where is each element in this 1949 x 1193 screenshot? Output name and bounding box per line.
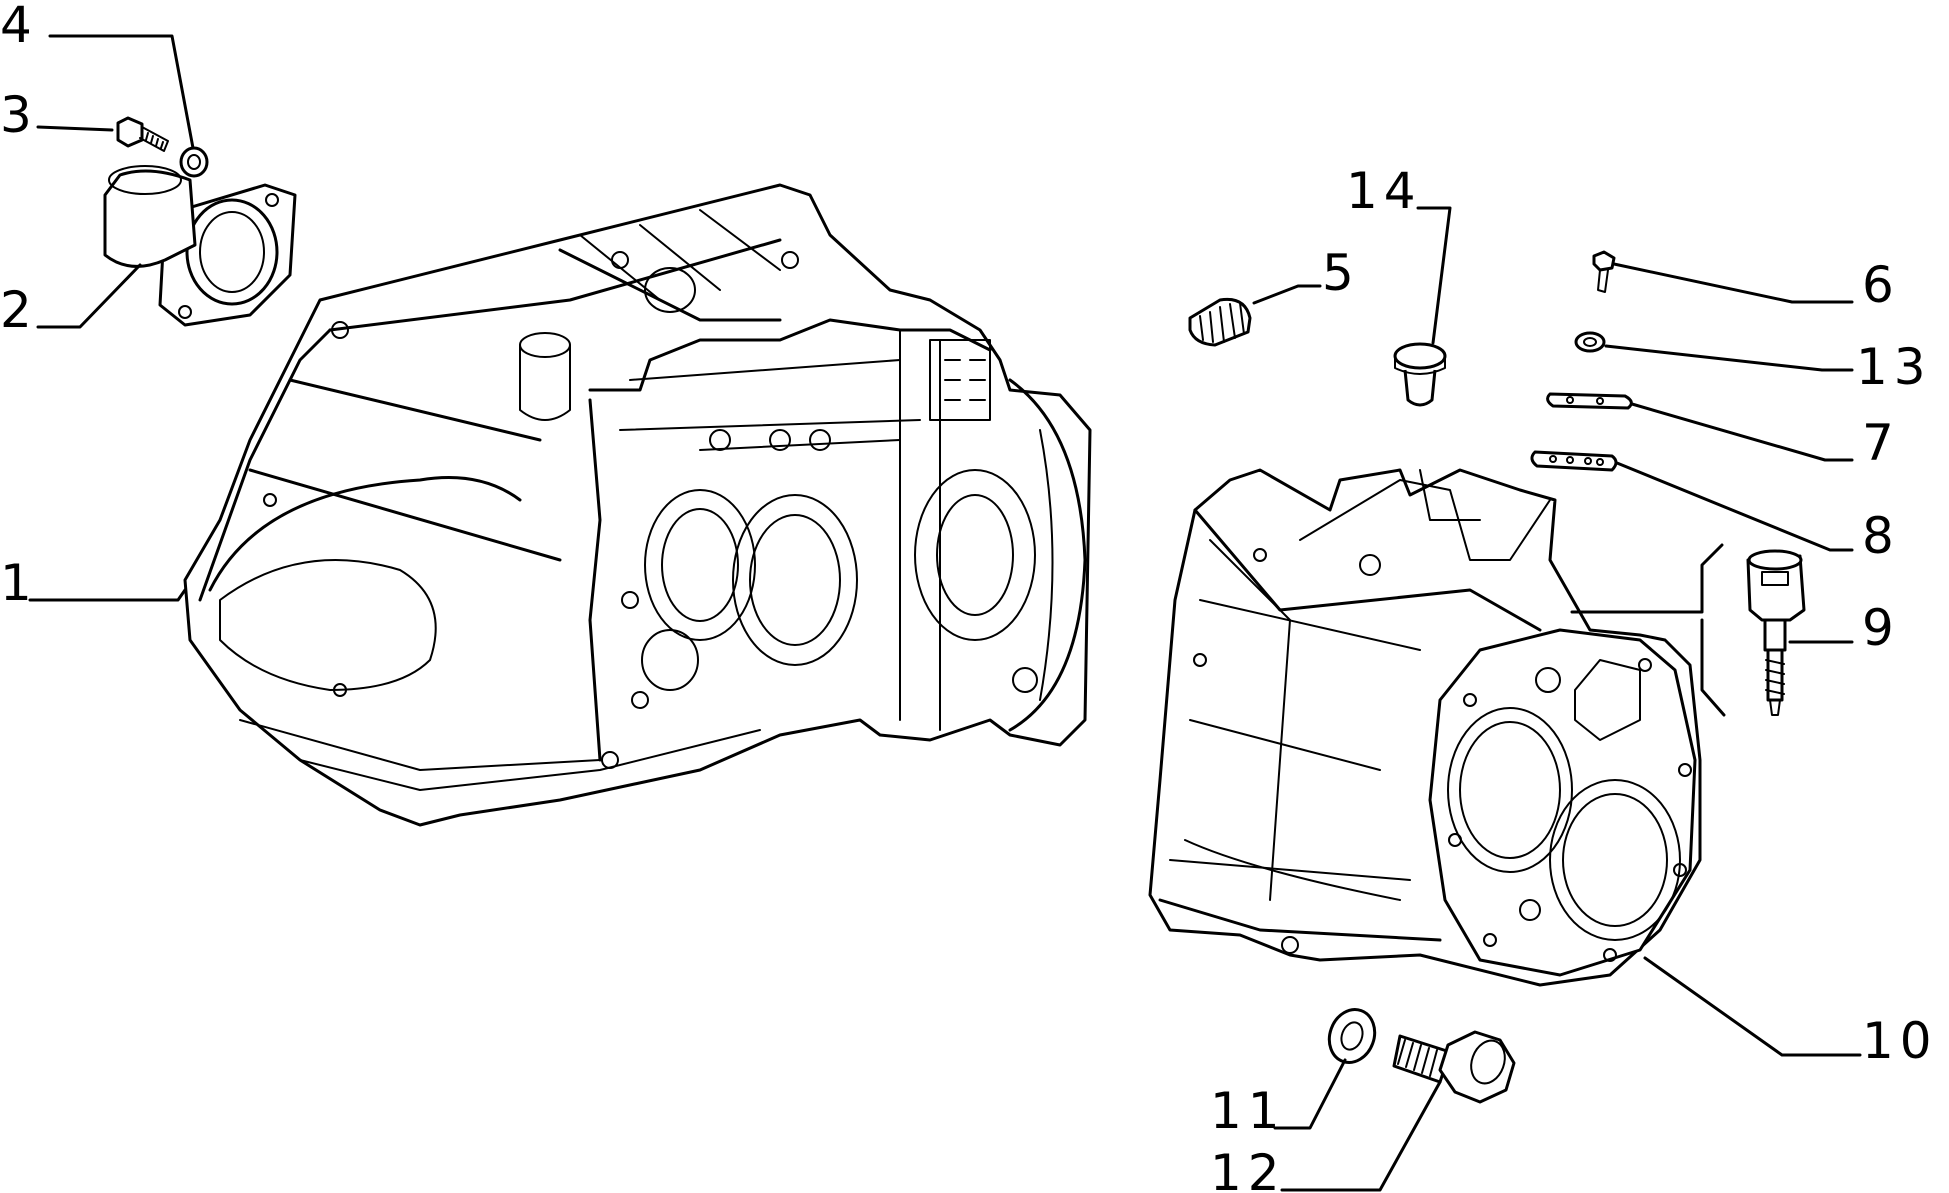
part-1-clutch-housing bbox=[183, 183, 1092, 827]
leader-11 bbox=[1273, 1058, 1347, 1130]
leader-3 bbox=[36, 125, 114, 132]
part-6-screw bbox=[1592, 250, 1616, 293]
part-14-cap bbox=[1393, 342, 1447, 407]
part-3-bolt bbox=[116, 116, 169, 152]
leader-1 bbox=[28, 588, 187, 602]
leader-14 bbox=[1416, 206, 1452, 345]
label-2: 2 bbox=[0, 281, 38, 339]
part-9-sensor bbox=[1746, 549, 1806, 716]
label-13: 13 bbox=[1856, 338, 1932, 396]
leader-5 bbox=[1252, 284, 1322, 305]
leader-7 bbox=[1630, 402, 1854, 462]
leader-4 bbox=[48, 34, 195, 150]
part-11-washer bbox=[1327, 1008, 1377, 1064]
label-12: 12 bbox=[1210, 1144, 1286, 1193]
leader-12 bbox=[1280, 1080, 1442, 1192]
part-8-strip bbox=[1530, 450, 1618, 472]
part-12-bolt bbox=[1392, 1030, 1516, 1104]
label-4: 4 bbox=[0, 0, 38, 54]
part-4-washer bbox=[179, 146, 209, 178]
leader-2 bbox=[36, 263, 142, 329]
part-10-gearbox-cover bbox=[1148, 468, 1702, 987]
label-6: 6 bbox=[1862, 256, 1900, 314]
label-10: 10 bbox=[1862, 1012, 1938, 1070]
part-5-plug bbox=[1188, 297, 1252, 347]
leader-6 bbox=[1612, 262, 1854, 304]
leader-10 bbox=[1643, 956, 1862, 1057]
label-7: 7 bbox=[1862, 414, 1900, 472]
label-11: 11 bbox=[1210, 1082, 1286, 1140]
leader-9-bracket bbox=[1570, 543, 1724, 614]
label-5: 5 bbox=[1322, 244, 1360, 302]
leader-8 bbox=[1615, 461, 1854, 552]
label-9: 9 bbox=[1862, 599, 1900, 657]
leader-9-bracket-low bbox=[1700, 618, 1726, 717]
label-3: 3 bbox=[0, 86, 38, 144]
part-2-guide-sleeve bbox=[103, 165, 297, 327]
part-7-plate bbox=[1546, 392, 1633, 410]
label-1: 1 bbox=[0, 554, 38, 612]
label-14: 14 bbox=[1346, 162, 1422, 220]
leader-lines bbox=[28, 34, 1862, 1192]
part-13-washer bbox=[1574, 331, 1606, 353]
label-8: 8 bbox=[1862, 507, 1900, 565]
leader-13 bbox=[1604, 344, 1854, 372]
